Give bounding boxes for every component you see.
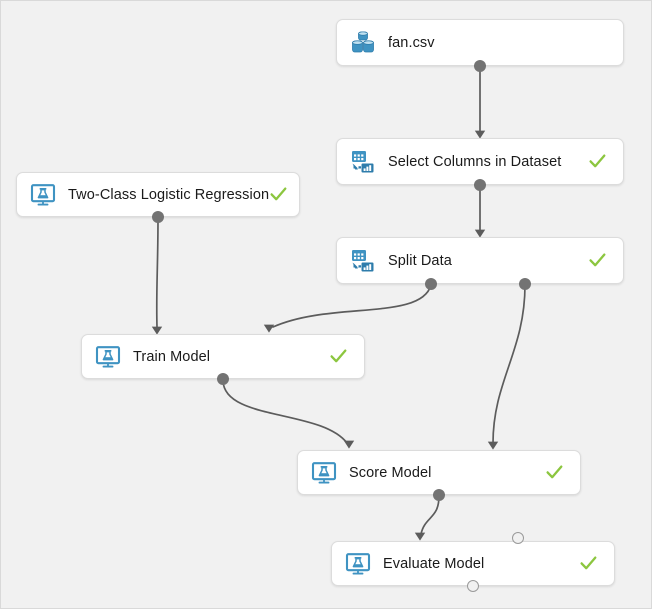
edge-arrowhead <box>343 440 355 449</box>
port-fan-csv-out[interactable] <box>474 60 486 72</box>
check-icon <box>588 251 607 270</box>
check-icon <box>269 185 288 204</box>
port-two-class-out[interactable] <box>152 211 164 223</box>
model-icon <box>30 182 56 208</box>
edge-arrowhead <box>414 532 426 541</box>
port-score-model-out[interactable] <box>433 489 445 501</box>
port-split-data-out-right[interactable] <box>519 278 531 290</box>
port-split-data-out-left[interactable] <box>425 278 437 290</box>
node-label: Score Model <box>349 464 432 481</box>
model-icon <box>345 551 371 577</box>
select-columns-icon <box>350 149 376 175</box>
node-label: Train Model <box>133 348 211 365</box>
port-evaluate-model-out[interactable] <box>467 580 479 592</box>
port-evaluate-model-in-right[interactable] <box>512 532 524 544</box>
edge-train-model-to-score-model <box>222 379 348 444</box>
node-score-model[interactable]: Score Model <box>297 450 581 495</box>
edge-split-data-to-score-model <box>492 284 526 444</box>
node-label: Select Columns in Dataset <box>388 153 562 170</box>
node-fan-csv[interactable]: fan.csv <box>336 19 624 66</box>
node-label: Two-Class Logistic Regression <box>68 186 270 203</box>
check-icon <box>329 347 348 366</box>
edge-score-model-to-evaluate-model <box>420 495 440 535</box>
node-split-data[interactable]: Split Data <box>336 237 624 284</box>
edge-two-class-logistic-regression-to-train-model <box>155 217 159 328</box>
model-icon <box>311 460 337 486</box>
node-two-class-logistic-regression[interactable]: Two-Class Logistic Regression <box>16 172 300 217</box>
edge-arrowhead <box>487 441 499 450</box>
port-train-model-out[interactable] <box>217 373 229 385</box>
check-icon <box>588 152 607 171</box>
node-label: fan.csv <box>388 34 435 51</box>
model-icon <box>95 344 121 370</box>
edge-arrowhead <box>263 324 275 333</box>
dataset-icon <box>350 30 376 56</box>
check-icon <box>545 463 564 482</box>
node-label: Split Data <box>388 252 452 269</box>
node-label: Evaluate Model <box>383 555 485 572</box>
node-evaluate-model[interactable]: Evaluate Model <box>331 541 615 586</box>
split-data-icon <box>350 248 376 274</box>
check-icon <box>579 554 598 573</box>
node-select-columns-in-dataset[interactable]: Select Columns in Dataset <box>336 138 624 185</box>
port-select-columns-out[interactable] <box>474 179 486 191</box>
edge-split-data-to-train-model <box>272 284 432 328</box>
